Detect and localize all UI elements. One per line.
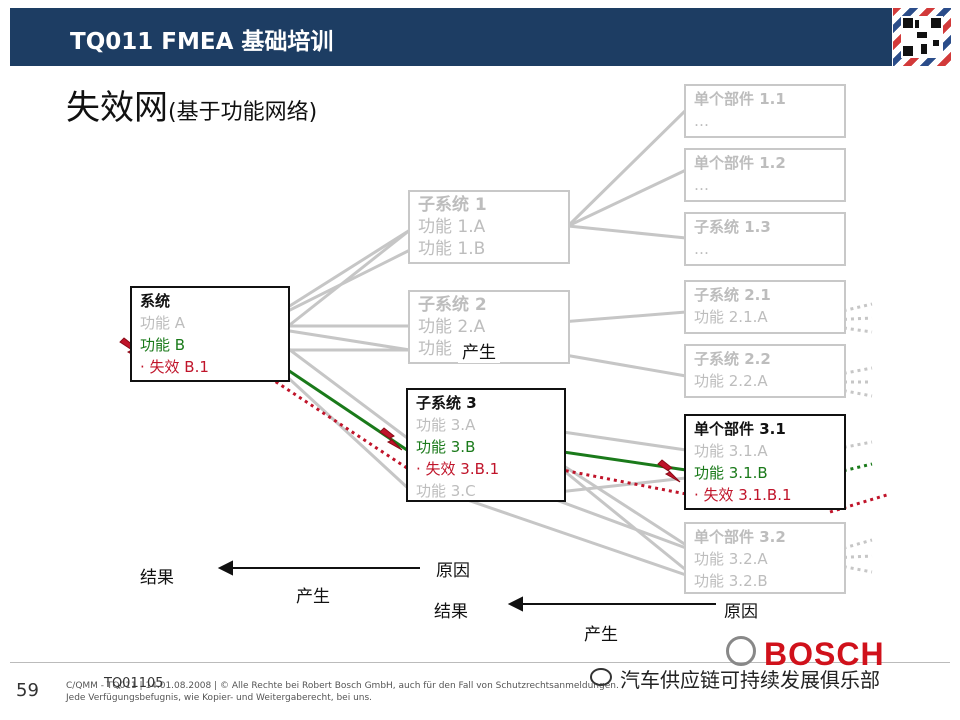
- header-bar: TQ011 FMEA 基础培训: [10, 8, 892, 66]
- legal-notice: C/QMM - TQ011 | 14.01.08.2008 | © Alle R…: [66, 680, 626, 704]
- subsystem-3-title: 子系统 3: [416, 394, 477, 412]
- part-3-1-title: 单个部件 3.1: [694, 420, 786, 438]
- subsystem-2-function-a: 功能 2.A: [418, 317, 486, 337]
- part-1-1-line: …: [694, 112, 709, 130]
- part-3-2-box[interactable]: 单个部件 3.2 功能 3.2.A 功能 3.2.B: [684, 522, 846, 594]
- legend-cause-2: 原因: [724, 602, 758, 622]
- bosch-wordmark: BOSCH: [764, 636, 885, 672]
- part-2-2-title: 子系统 2.2: [694, 350, 771, 368]
- part-1-3-title: 子系统 1.3: [694, 218, 771, 236]
- part-3-2-function-b: 功能 3.2.B: [694, 572, 768, 590]
- part-2-2-line: 功能 2.2.A: [694, 372, 768, 390]
- subsystem-3-function-a: 功能 3.A: [416, 416, 476, 434]
- part-2-1-box[interactable]: 子系统 2.1 功能 2.1.A: [684, 280, 846, 334]
- watermark-text: 汽车供应链可持续发展俱乐部: [620, 668, 880, 692]
- qr-code-image: [893, 8, 951, 66]
- legend-produce-2: 产生: [584, 625, 618, 645]
- document-code: TQ01105: [104, 676, 164, 691]
- part-2-2-box[interactable]: 子系统 2.2 功能 2.2.A: [684, 344, 846, 398]
- page-number: 59: [16, 680, 39, 701]
- subsystem-1-box[interactable]: 子系统 1 功能 1.A 功能 1.B: [408, 190, 570, 264]
- subsystem-1-title: 子系统 1: [418, 195, 487, 215]
- part-3-1-function-a: 功能 3.1.A: [694, 442, 768, 460]
- part-1-1-box[interactable]: 单个部件 1.1 …: [684, 84, 846, 138]
- system-box[interactable]: 系统 功能 A 功能 B · 失效 B.1: [130, 286, 290, 382]
- bosch-logo: BOSCH: [726, 634, 926, 674]
- part-1-2-line: …: [694, 176, 709, 194]
- wechat-icon: [590, 668, 612, 686]
- slide-title: 失效网(基于功能网络): [66, 80, 317, 129]
- subsystem-2-function-b: 功能: [418, 339, 452, 359]
- part-3-1-box[interactable]: 单个部件 3.1 功能 3.1.A 功能 3.1.B · 失效 3.1.B.1: [684, 414, 846, 510]
- bosch-ring-icon: [726, 636, 756, 666]
- part-1-3-line: …: [694, 240, 709, 258]
- subsystem-3-box[interactable]: 子系统 3 功能 3.A 功能 3.B · 失效 3.B.1 功能 3.C: [406, 388, 566, 502]
- legal-text: C/QMM - TQ011 | 14.01.08.2008 | © Alle R…: [66, 681, 619, 703]
- legend-result-2: 结果: [434, 602, 468, 622]
- system-function-b: 功能 B: [140, 336, 186, 354]
- part-2-1-title: 子系统 2.1: [694, 286, 771, 304]
- subsystem-2-title: 子系统 2: [418, 295, 487, 315]
- subsystem-1-function-b: 功能 1.B: [418, 239, 486, 259]
- overlay-produce-label: 产生: [458, 338, 500, 363]
- subsystem-1-function-a: 功能 1.A: [418, 217, 486, 237]
- system-failure: · 失效 B.1: [140, 358, 209, 376]
- legend-produce-1: 产生: [296, 587, 330, 607]
- header-title: TQ011 FMEA 基础培训: [70, 29, 334, 55]
- part-3-2-function-a: 功能 3.2.A: [694, 550, 768, 568]
- slide-title-main: 失效网: [66, 88, 168, 128]
- part-1-1-title: 单个部件 1.1: [694, 90, 786, 108]
- footer-divider: [10, 662, 950, 713]
- part-3-1-function-b: 功能 3.1.B: [694, 464, 768, 482]
- system-title: 系统: [140, 292, 171, 310]
- part-1-3-box[interactable]: 子系统 1.3 …: [684, 212, 846, 266]
- legend-result-1: 结果: [140, 568, 174, 588]
- part-1-2-box[interactable]: 单个部件 1.2 …: [684, 148, 846, 202]
- subsystem-3-function-c: 功能 3.C: [416, 482, 476, 500]
- part-3-1-failure: · 失效 3.1.B.1: [694, 486, 792, 504]
- legend-cause-1: 原因: [436, 561, 470, 581]
- slide-subtitle: (基于功能网络): [168, 100, 318, 125]
- part-1-2-title: 单个部件 1.2: [694, 154, 786, 172]
- subsystem-2-box[interactable]: 子系统 2 功能 2.A 功能: [408, 290, 570, 364]
- subsystem-3-failure: · 失效 3.B.1: [416, 460, 500, 478]
- subsystem-3-function-b: 功能 3.B: [416, 438, 476, 456]
- part-2-1-line: 功能 2.1.A: [694, 308, 768, 326]
- system-function-a: 功能 A: [140, 314, 186, 332]
- part-3-2-title: 单个部件 3.2: [694, 528, 786, 546]
